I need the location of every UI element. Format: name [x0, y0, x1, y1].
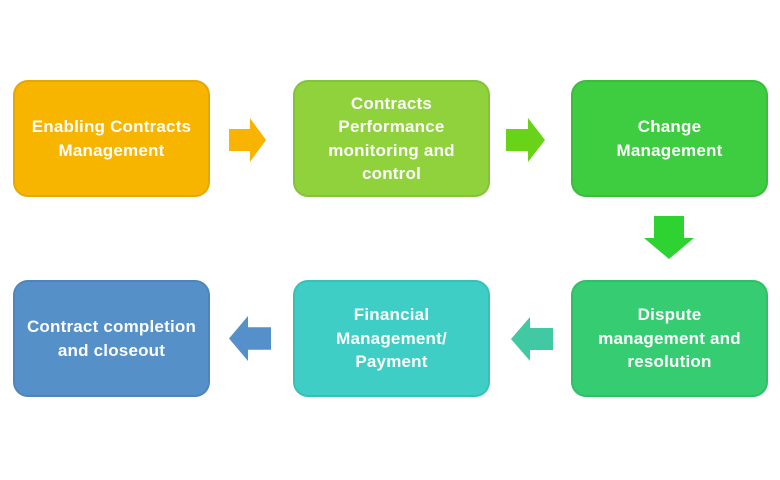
flow-arrow-right-icon	[506, 118, 545, 162]
step-financial-management-payment: Financial Management/ Payment	[293, 280, 490, 397]
step-enabling-contracts-management: Enabling Contracts Management	[13, 80, 210, 197]
step-label: Change Management	[616, 117, 723, 160]
step-label: Contract completion and closeout	[26, 317, 197, 360]
step-label: Financial Management/ Payment	[336, 305, 447, 372]
step-change-management: Change Management	[571, 80, 768, 197]
step-label: Enabling Contracts Management	[31, 117, 192, 160]
step-contract-completion-closeout: Contract completion and closeout	[13, 280, 210, 397]
flow-arrow-left-icon	[229, 316, 271, 361]
flow-arrow-left-icon	[511, 317, 553, 361]
step-dispute-management-resolution: Dispute management and resolution	[571, 280, 768, 397]
step-label: Dispute management and resolution	[598, 305, 741, 372]
flow-arrow-down-icon	[644, 216, 694, 259]
step-label: Contracts Performance monitoring and con…	[328, 93, 455, 183]
flow-arrow-right-icon	[229, 118, 267, 162]
step-contracts-performance-monitoring: Contracts Performance monitoring and con…	[293, 80, 490, 197]
